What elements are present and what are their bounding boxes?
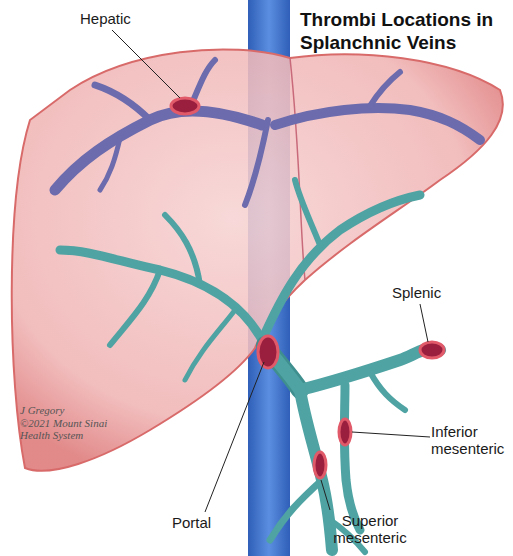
thrombi bbox=[171, 98, 444, 478]
leader-lines bbox=[112, 30, 430, 512]
figure-title: Thrombi Locations in Splanchnic Veins bbox=[300, 8, 505, 54]
lobe-line bbox=[290, 58, 305, 280]
vein-label: Inferior mesenteric bbox=[431, 423, 509, 457]
credit-note: ©2021 Mount Sinai Health System bbox=[20, 417, 130, 441]
vein-label: Splenic bbox=[392, 284, 441, 301]
liver bbox=[12, 49, 503, 470]
vein-label: Hepatic bbox=[80, 10, 131, 27]
portal-veins bbox=[60, 180, 440, 552]
vein-label: Superior mesenteric bbox=[320, 512, 420, 546]
credit-note: J Gregory bbox=[20, 404, 65, 416]
vein-label: Portal bbox=[172, 514, 211, 531]
hepatic-veins bbox=[55, 60, 480, 205]
